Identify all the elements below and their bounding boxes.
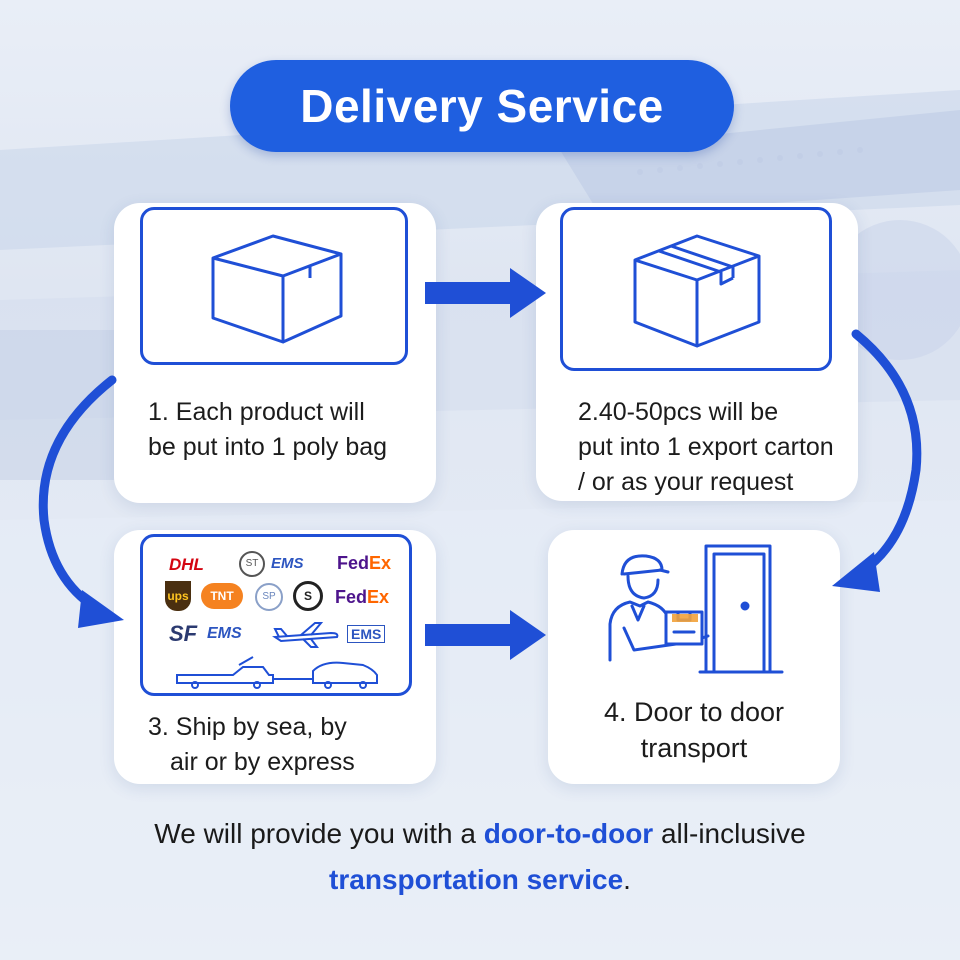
tnt-logo: TNT — [201, 583, 243, 609]
courier-door-icon — [608, 544, 784, 674]
title-banner: Delivery Service — [230, 60, 734, 152]
sp-logo: SP — [255, 583, 283, 611]
ems-logo-top: EMS — [271, 555, 304, 572]
ems-logo-right: EMS — [347, 625, 386, 643]
step-4-card: 4. Door to door transport — [548, 530, 840, 784]
vehicles-icon — [176, 656, 378, 689]
footer-highlight-transport: transportation service — [329, 864, 624, 895]
page-title: Delivery Service — [300, 80, 664, 132]
step-3-line-1: 3. Ship by sea, by — [148, 713, 347, 741]
step-2-text: 2.40-50pcs will be put into 1 export car… — [578, 395, 834, 500]
carton-icon — [633, 234, 761, 348]
footer-text-3: . — [623, 864, 631, 895]
footer-line-1: We will provide you with a door-to-door … — [0, 818, 960, 850]
step-1-text: 1. Each product will be put into 1 poly … — [148, 395, 387, 465]
fedex-logo-top: FedEx — [337, 553, 392, 573]
step-3-line-2: air or by express — [170, 748, 355, 776]
footer-line-2: transportation service. — [0, 864, 960, 896]
dhl-logo: DHL — [169, 555, 204, 574]
airplane-icon — [272, 622, 339, 648]
step-3-text: 3. Ship by sea, by air or by express — [148, 710, 355, 780]
step-1-card: 1. Each product will be put into 1 poly … — [114, 203, 436, 503]
ems-logo-middle: EMS — [207, 625, 242, 642]
footer-highlight-door: door-to-door — [483, 818, 654, 849]
step-2-line-3: / or as your request — [578, 468, 794, 496]
footer-text-2: all-inclusive — [653, 818, 806, 849]
step-1-icon-frame — [140, 207, 408, 365]
arrow-step1-to-step3 — [38, 375, 124, 628]
step-4-line-1: 4. Door to door — [603, 697, 785, 727]
sto-logo: ST — [239, 551, 265, 577]
st-logo: S — [293, 581, 323, 611]
sf-logo: SF — [169, 621, 198, 646]
fedex-logo-bottom: FedEx — [335, 587, 390, 607]
box-icon — [211, 234, 343, 344]
ups-logo: ups — [165, 581, 191, 611]
carrier-logos: DHL ST EMS FedEx ups TNT SP S FedEx SF E… — [140, 534, 412, 696]
step-4-line-2: transport — [640, 733, 748, 763]
step-4-text: 4. Door to door transport — [548, 694, 840, 766]
footer-text-1: We will provide you with a — [154, 818, 484, 849]
arrow-step1-to-step2 — [425, 268, 546, 318]
step-2-icon-frame — [560, 207, 832, 371]
step-2-line-1: 2.40-50pcs will be — [578, 398, 779, 426]
arrow-step3-to-step4 — [425, 610, 546, 660]
step-3-card: DHL ST EMS FedEx ups TNT SP S FedEx SF E… — [114, 530, 436, 784]
step-2-line-2: put into 1 export carton — [578, 433, 834, 461]
step-2-card: 2.40-50pcs will be put into 1 export car… — [536, 203, 858, 501]
step-1-line-2: be put into 1 poly bag — [148, 433, 388, 461]
arrow-step2-to-step4 — [832, 329, 922, 592]
step-1-line-1: 1. Each product will — [148, 398, 365, 426]
